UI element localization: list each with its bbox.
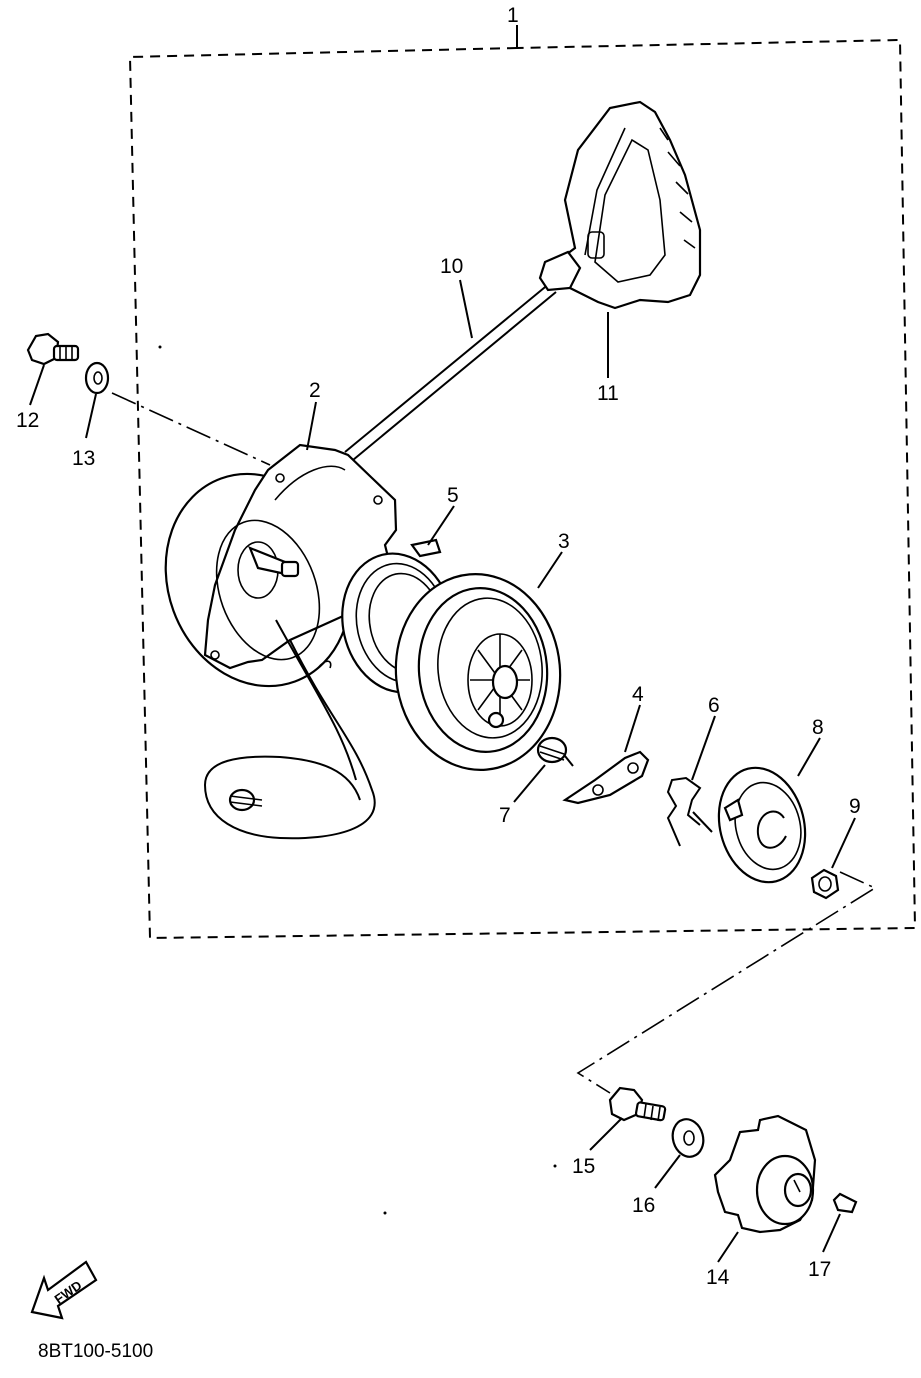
coil-spring-icon	[536, 736, 574, 767]
assembly-line-bolt	[111, 392, 271, 466]
bolt-12-icon	[26, 332, 80, 366]
callout-label-14: 14	[706, 1266, 730, 1289]
callout-label-3: 3	[558, 530, 570, 553]
callout-leader-3	[537, 551, 563, 589]
stray-dot	[553, 1164, 557, 1168]
stray-dot	[158, 345, 162, 349]
callout-label-15: 15	[572, 1155, 595, 1178]
sheave-drum-icon	[394, 573, 562, 771]
starter-handle-icon	[538, 100, 702, 310]
assembly-outline	[128, 38, 917, 940]
callout-leader-5	[427, 505, 455, 546]
pawl-spring-icon	[666, 776, 713, 847]
callout-label-4: 4	[632, 683, 644, 706]
callout-label-5: 5	[447, 484, 459, 507]
callout-label-6: 6	[708, 694, 720, 717]
callout-leader-10	[459, 279, 473, 339]
washer-16-icon	[671, 1118, 705, 1158]
callout-label-12: 12	[16, 409, 39, 432]
pawl-icon	[562, 750, 650, 805]
callout-label-1: 1	[507, 4, 519, 27]
callout-label-13: 13	[72, 447, 95, 470]
callout-leader-15	[589, 1117, 623, 1151]
callout-label-10: 10	[440, 255, 463, 278]
callout-leader-16	[654, 1154, 681, 1189]
stray-dot	[383, 1211, 387, 1215]
drive-pulley-icon	[713, 1114, 817, 1234]
callout-label-2: 2	[309, 379, 321, 402]
callout-leader-8	[797, 737, 821, 777]
callout-label-16: 16	[632, 1194, 655, 1217]
callout-leader-4	[624, 704, 641, 753]
callout-leader-7	[513, 764, 546, 803]
callout-label-9: 9	[849, 795, 861, 818]
callout-leader-9	[831, 817, 856, 869]
callout-leader-6	[691, 715, 716, 781]
drawing-code: 8BT100-5100	[38, 1341, 153, 1362]
fwd-arrow-icon: FWD	[30, 1260, 98, 1320]
key-icon	[832, 1192, 858, 1214]
callout-leader-17	[822, 1213, 841, 1253]
bolt-15-icon	[608, 1086, 667, 1122]
callout-leader-14	[717, 1231, 739, 1263]
callout-leader-12	[29, 364, 45, 406]
callout-label-7: 7	[499, 804, 511, 827]
nut-icon	[810, 868, 840, 900]
callout-label-17: 17	[808, 1258, 831, 1281]
washer-13-icon	[84, 361, 110, 395]
starter-rope-icon	[344, 282, 557, 461]
callout-label-8: 8	[812, 716, 824, 739]
callout-leader-13	[85, 393, 97, 439]
callout-leader-2	[306, 401, 317, 451]
assembly-line-pulley	[576, 871, 877, 1094]
drive-plate-icon	[717, 766, 807, 884]
callout-label-11: 11	[597, 382, 619, 405]
